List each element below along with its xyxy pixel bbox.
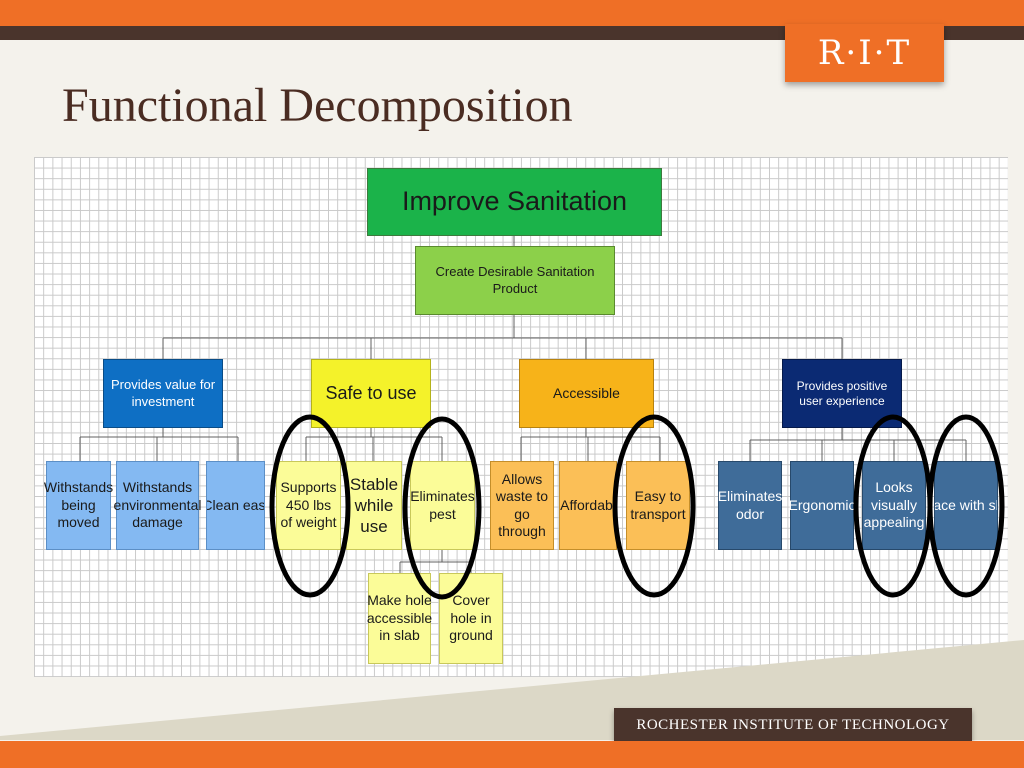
node-eliminates-pest: Eliminates pest [410,461,475,550]
node-withstands-environmental-damage: Withstands environmental damage [114,461,201,550]
node-interface-with-shelter: Interface with shelter [934,461,998,550]
node-make-hole-accessible: Make hole accessible in slab [367,573,432,664]
node-improve-sanitation: Improve Sanitation [367,168,662,236]
bottom-accent-bar [0,741,1024,768]
node-positive-user-experience: Provides positive user experience [782,359,902,428]
node-clean-easily: Clean easi [206,461,265,550]
node-ergonomic: Ergonomic [789,461,855,550]
node-easy-to-transport: Easy to transport [626,461,690,550]
node-withstands-being-moved: Withstands being moved [44,461,113,550]
node-accessible: Accessible [519,359,654,428]
node-provides-value: Provides value for investment [103,359,223,428]
node-cover-hole: Cover hole in ground [439,573,503,664]
footer-institution-label: ROCHESTER INSTITUTE OF TECHNOLOGY [614,708,972,742]
node-eliminates-odor: Eliminates odor [718,461,782,550]
rit-logo: R·I·T [785,24,944,82]
node-safe-to-use: Safe to use [311,359,431,428]
node-stable-while-use: Stable while use [346,461,402,550]
top-accent-bar [0,0,1024,26]
node-allows-waste: Allows waste to go through [490,461,554,550]
node-supports-weight: Supports 450 lbs of weight [276,461,341,550]
node-create-desirable-product: Create Desirable Sanitation Product [415,246,615,315]
node-affordable: Affordabl [559,461,617,550]
node-looks-visually-appealing: Looks visually appealing [862,461,926,550]
slide-title: Functional Decomposition [62,79,573,132]
top-brown-bar [0,26,1024,40]
